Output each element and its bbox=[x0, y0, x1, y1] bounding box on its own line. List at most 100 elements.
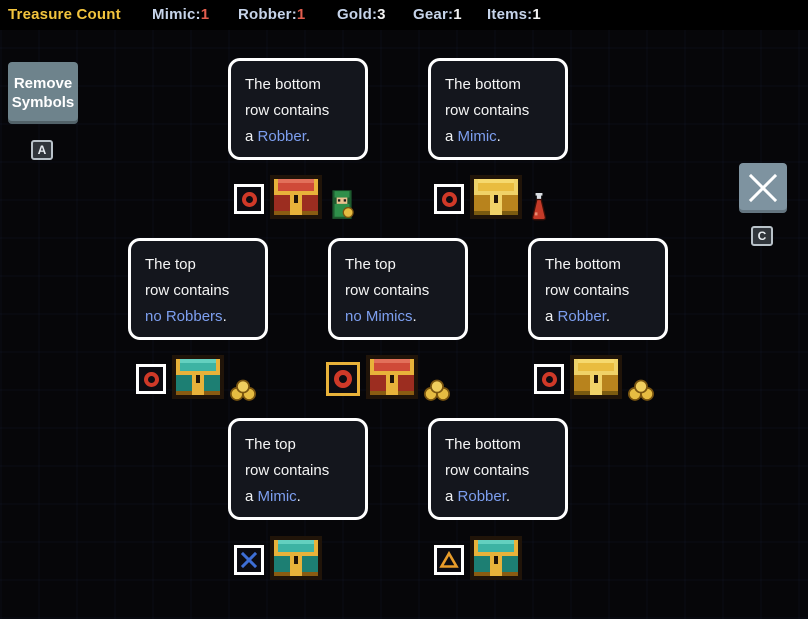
hint-text-part: a bbox=[545, 308, 558, 325]
chest-slot[interactable] bbox=[234, 535, 322, 585]
hint-text: row contains bbox=[445, 462, 530, 479]
treasure-chest-icon[interactable] bbox=[172, 354, 224, 404]
hint-keyword: Robber bbox=[457, 488, 506, 505]
hotkey-c-keycap: C bbox=[751, 226, 773, 246]
x-stamp-button[interactable] bbox=[739, 163, 787, 213]
triangle-mark-icon bbox=[439, 550, 459, 568]
hint-bubble: The bottom row contains a Mimic. bbox=[428, 58, 568, 160]
treasure-chest-icon[interactable] bbox=[270, 535, 322, 585]
hint-text-part: a bbox=[245, 488, 258, 505]
chest-slot[interactable] bbox=[434, 174, 550, 224]
items-counter: Items:1 bbox=[487, 6, 541, 23]
hint-bubble: The bottom row contains a Robber. bbox=[528, 238, 668, 340]
robber-counter: Robber:1 bbox=[238, 6, 305, 23]
hint-text-part: . bbox=[412, 308, 417, 325]
hint-text-part: a bbox=[245, 128, 258, 145]
gear-label: Gear: bbox=[413, 6, 454, 23]
gear-counter: Gear:1 bbox=[413, 6, 462, 23]
hint-text: The bottom bbox=[545, 256, 621, 273]
hint-text: no Mimics. bbox=[345, 304, 451, 330]
chest-slot[interactable] bbox=[326, 354, 450, 404]
coins-icon bbox=[424, 379, 450, 401]
hint-text: The bottom bbox=[245, 76, 321, 93]
hint-text-part: . bbox=[496, 128, 501, 145]
chest-slot[interactable] bbox=[234, 174, 356, 224]
loot-icon bbox=[424, 357, 450, 401]
mark-symbol[interactable] bbox=[434, 545, 464, 575]
mark-symbol[interactable] bbox=[234, 545, 264, 575]
treasure-chest-icon[interactable] bbox=[470, 535, 522, 585]
treasure-chest-icon[interactable] bbox=[366, 354, 418, 404]
gold-counter: Gold:3 bbox=[337, 6, 386, 23]
hint-bubble: The top row contains no Robbers. bbox=[128, 238, 268, 340]
chest-slot[interactable] bbox=[434, 535, 522, 585]
hint-keyword: Mimic bbox=[457, 128, 497, 145]
mimic-value: 1 bbox=[200, 6, 210, 23]
hint-text: The top bbox=[145, 256, 196, 273]
robber-label: Robber: bbox=[238, 6, 297, 23]
hint-text: row contains bbox=[545, 282, 630, 299]
items-value: 1 bbox=[532, 6, 541, 23]
hint-bubble: The top row contains no Mimics. bbox=[328, 238, 468, 340]
mark-symbol[interactable] bbox=[136, 364, 166, 394]
gear-value: 1 bbox=[453, 6, 462, 23]
hint-text: a Robber. bbox=[545, 304, 651, 330]
hint-text: no Robbers. bbox=[145, 304, 251, 330]
mark-symbol[interactable] bbox=[534, 364, 564, 394]
hint-text: The top bbox=[245, 436, 296, 453]
hint-keyword: Robber bbox=[557, 308, 606, 325]
hint-text: The top bbox=[345, 256, 396, 273]
treasure-chest-icon[interactable] bbox=[270, 174, 322, 224]
loot-icon bbox=[628, 357, 654, 401]
items-label: Items: bbox=[487, 6, 533, 23]
mimic-label: Mimic: bbox=[152, 6, 201, 23]
hint-text: row contains bbox=[245, 462, 330, 479]
treasure-chest-icon[interactable] bbox=[470, 174, 522, 224]
mark-symbol[interactable] bbox=[434, 184, 464, 214]
mark-symbol[interactable] bbox=[326, 362, 360, 396]
circle-mark-icon bbox=[334, 370, 352, 388]
potion-icon bbox=[531, 193, 547, 221]
coins-icon bbox=[230, 379, 256, 401]
hint-text: The bottom bbox=[445, 436, 521, 453]
circle-mark-icon bbox=[541, 371, 557, 387]
hotkey-a-keycap: A bbox=[31, 140, 53, 160]
hint-text: row contains bbox=[445, 102, 530, 119]
hint-text: row contains bbox=[345, 282, 430, 299]
hint-bubble: The top row contains a Mimic. bbox=[228, 418, 368, 520]
chest-slot[interactable] bbox=[534, 354, 654, 404]
hint-keyword: no Mimics bbox=[345, 308, 413, 325]
remove-symbols-button[interactable]: Remove Symbols bbox=[8, 62, 78, 124]
chest-slot[interactable] bbox=[136, 354, 256, 404]
circle-mark-icon bbox=[241, 191, 257, 207]
hint-text-part: a bbox=[445, 488, 458, 505]
hint-text-part: a bbox=[445, 128, 458, 145]
hint-bubble: The bottom row contains a Robber. bbox=[428, 418, 568, 520]
treasure-chest-icon[interactable] bbox=[570, 354, 622, 404]
mimic-counter: Mimic:1 bbox=[152, 6, 209, 23]
hint-keyword: Mimic bbox=[257, 488, 297, 505]
circle-mark-icon bbox=[441, 191, 457, 207]
robber-icon bbox=[331, 189, 354, 220]
x-stamp-icon bbox=[748, 173, 778, 203]
loot-icon bbox=[230, 357, 256, 401]
gold-value: 3 bbox=[377, 6, 386, 23]
x-mark-icon bbox=[240, 551, 258, 569]
hint-text: a Robber. bbox=[445, 484, 551, 510]
loot-icon bbox=[328, 177, 356, 221]
coins-icon bbox=[628, 379, 654, 401]
top-bar: Treasure Count Mimic:1 Robber:1 Gold:3 G… bbox=[0, 0, 808, 30]
hint-text-part: . bbox=[296, 488, 301, 505]
gold-label: Gold: bbox=[337, 6, 378, 23]
hint-keyword: Robber bbox=[257, 128, 306, 145]
mark-symbol[interactable] bbox=[234, 184, 264, 214]
hint-text: The bottom bbox=[445, 76, 521, 93]
circle-mark-icon bbox=[143, 371, 159, 387]
hint-text-part: . bbox=[305, 128, 311, 145]
loot-icon bbox=[528, 177, 550, 221]
hint-text: row contains bbox=[145, 282, 230, 299]
hint-text: a Mimic. bbox=[445, 124, 551, 150]
hint-text-part: . bbox=[505, 488, 511, 505]
hint-text-part: . bbox=[605, 308, 611, 325]
